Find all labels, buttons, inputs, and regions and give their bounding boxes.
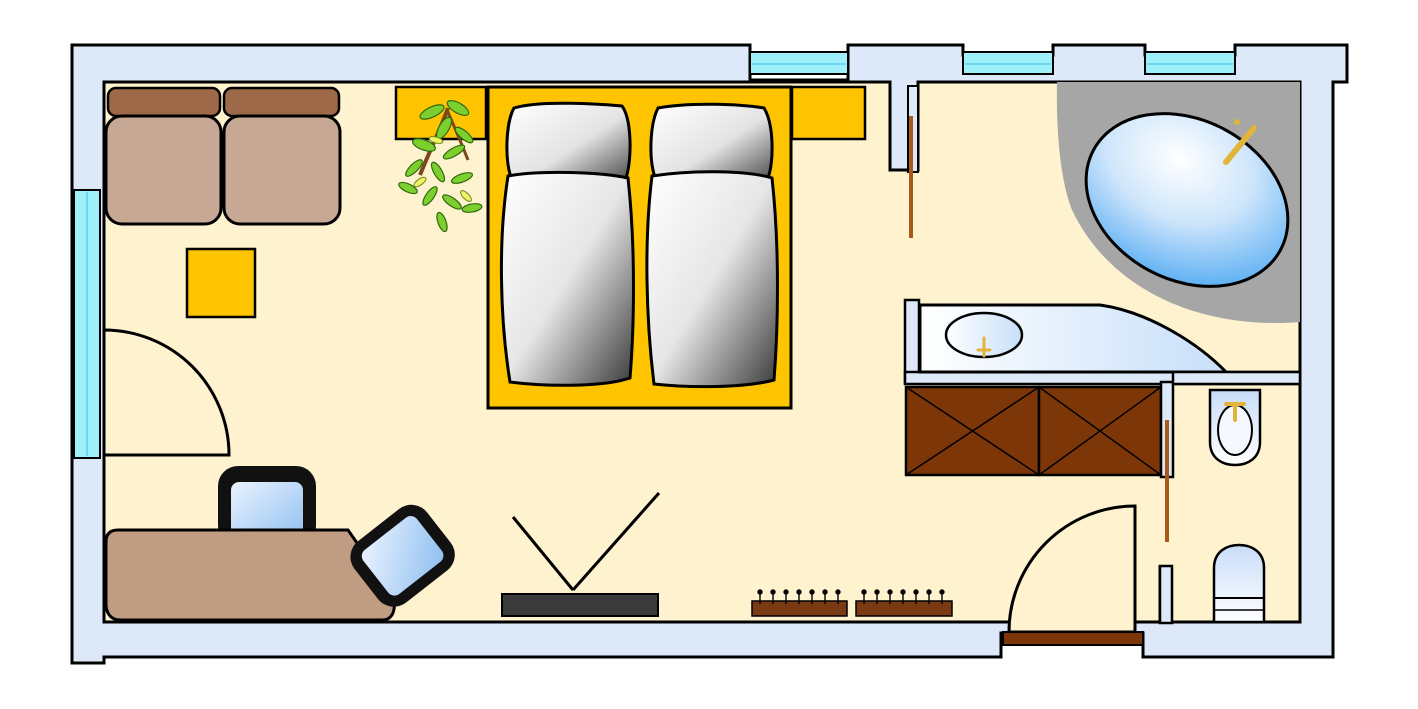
- window-icon: [73, 51, 1236, 459]
- sofa-seat-right: [222, 114, 342, 226]
- chair-icon[interactable]: [218, 466, 316, 546]
- pillow-left: [505, 101, 632, 184]
- radiator-icon: [751, 589, 953, 617]
- sofa-seat-left: [104, 114, 223, 226]
- chair-right-seat: [361, 516, 444, 596]
- duvet-right: [645, 170, 779, 389]
- wardrobe-icon[interactable]: [904, 385, 1163, 477]
- wc-wall-top: [1171, 370, 1302, 386]
- duvet-left: [499, 170, 635, 387]
- sofa-back-left: [106, 86, 222, 118]
- sliding-door-rails: [907, 85, 1169, 542]
- sofa-back-right: [222, 86, 341, 118]
- vanity-wall: [903, 298, 921, 384]
- bed-icon[interactable]: [486, 85, 793, 410]
- plant-icon: [398, 100, 483, 233]
- wc-wall-lower: [1158, 564, 1174, 625]
- bathtub-tap: [1223, 119, 1257, 165]
- nightstand-right[interactable]: [790, 85, 867, 141]
- bathtub-basin: [1084, 112, 1290, 288]
- desk-icon[interactable]: [104, 528, 396, 622]
- chair-right[interactable]: [342, 497, 463, 615]
- washbasin-tap: [976, 336, 992, 358]
- tv-stand: [501, 593, 659, 617]
- chair-left-seat: [231, 482, 303, 542]
- bidet-icon[interactable]: [1208, 388, 1262, 467]
- toilet-icon[interactable]: [1212, 543, 1266, 624]
- entry-door-swing: [102, 328, 231, 457]
- bathtub-icon[interactable]: [1056, 80, 1318, 324]
- door-icon[interactable]: [102, 328, 231, 457]
- main-door-swing: [1007, 504, 1137, 634]
- threshold: [1002, 631, 1144, 646]
- main-door[interactable]: [1002, 504, 1144, 646]
- tv-icon[interactable]: [501, 492, 661, 617]
- bidet-tap: [1224, 402, 1246, 422]
- sofa-icon[interactable]: [104, 86, 342, 226]
- desk-top: [104, 528, 396, 622]
- toilet-bowl: [1212, 543, 1266, 624]
- stool[interactable]: [185, 247, 257, 319]
